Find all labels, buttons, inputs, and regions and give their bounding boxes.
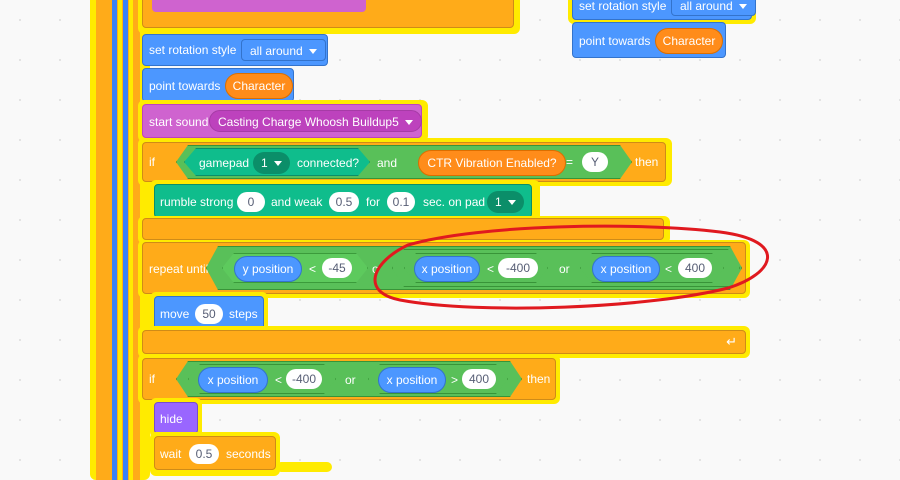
- chevron-down-icon: [738, 4, 747, 10]
- rumble-strong-input[interactable]: 0: [237, 192, 265, 212]
- if-pos400-input[interactable]: 400: [462, 369, 496, 389]
- lt-sign-3: <: [665, 262, 673, 276]
- point-towards-block[interactable]: point towards Character: [142, 68, 294, 102]
- wait-label: wait: [160, 447, 182, 461]
- chevron-down-icon: [308, 49, 317, 55]
- yellow-strip: [118, 0, 122, 480]
- lt-sign: <: [309, 262, 317, 276]
- top-control-inner: [152, 0, 366, 12]
- if-gamepad-bottom: [142, 218, 664, 240]
- or-label-2: or: [345, 373, 356, 387]
- yellow-strip-2: [129, 0, 133, 480]
- then-label: then: [635, 155, 659, 169]
- wait-seconds-input[interactable]: 0.5: [189, 444, 219, 464]
- or-label: or: [559, 262, 570, 276]
- sound-dropdown[interactable]: Casting Charge Whoosh Buildup5: [209, 110, 422, 132]
- set-rotation-style-label: set rotation style: [149, 43, 237, 57]
- pad-number-dropdown[interactable]: 1: [487, 191, 524, 213]
- chevron-down-icon: [404, 120, 413, 126]
- seconds-label: seconds: [226, 447, 271, 461]
- chevron-down-icon: [274, 161, 282, 166]
- chevron-down-icon: [507, 200, 516, 206]
- set-rotation-style-block[interactable]: set rotation style all around: [142, 34, 328, 66]
- hide-block[interactable]: hide: [154, 402, 198, 434]
- neg45-input[interactable]: -45: [322, 258, 352, 278]
- if-x-position-reporter[interactable]: x position: [198, 367, 268, 393]
- right-character-menu[interactable]: Character: [655, 28, 723, 54]
- and-label: and: [377, 156, 398, 170]
- hide-label: hide: [160, 412, 183, 426]
- point-towards-label: point towards: [149, 79, 221, 93]
- blue-strip-2: [123, 0, 128, 480]
- right-set-rotation-style-label: set rotation style: [579, 0, 667, 13]
- repeat-arrow-icon: ↵: [726, 334, 737, 349]
- for-seconds-input[interactable]: 0.1: [387, 192, 415, 212]
- start-sound-label: start sound: [149, 115, 209, 129]
- right-point-towards-label: point towards: [579, 34, 651, 48]
- connected-label: connected?: [297, 156, 360, 170]
- rumble-block[interactable]: rumble strong 0 and weak 0.5 for 0.1 sec…: [154, 184, 532, 218]
- repeat-until-bottom: ↵: [142, 330, 746, 354]
- x-position-reporter-2[interactable]: x position: [592, 256, 660, 282]
- gamepad-label: gamepad: [199, 156, 250, 170]
- wait-block[interactable]: wait 0.5 seconds: [154, 436, 276, 470]
- lt-sign-2: <: [487, 262, 495, 276]
- sec-on-pad-label: sec. on pad: [423, 195, 486, 209]
- bottom-next-block-highlight: [276, 462, 332, 472]
- ctr-vibration-reporter[interactable]: CTR Vibration Enabled?: [418, 150, 566, 176]
- neg400-input[interactable]: -400: [498, 258, 538, 278]
- blue-strip: [112, 0, 117, 480]
- for-label: for: [366, 195, 381, 209]
- if-x-position-reporter-2[interactable]: x position: [378, 367, 446, 393]
- x-position-reporter[interactable]: x position: [414, 256, 480, 282]
- start-sound-block[interactable]: start sound Casting Charge Whoosh Buildu…: [142, 104, 422, 138]
- or-label-partial: o: [372, 262, 379, 276]
- weak-input[interactable]: 0.5: [329, 192, 359, 212]
- if-neg400-input[interactable]: -400: [286, 369, 322, 389]
- y-position-reporter[interactable]: y position: [234, 256, 302, 282]
- gamepad-connected-reporter[interactable]: gamepad 1 connected?: [184, 148, 370, 176]
- right-point-towards-block[interactable]: point towards Character: [572, 22, 726, 58]
- if-label: if: [149, 155, 155, 169]
- rumble-strong-label: rumble strong: [160, 195, 234, 209]
- then-label-2: then: [527, 372, 551, 386]
- steps-label: steps: [229, 307, 258, 321]
- move-label: move: [160, 307, 190, 321]
- rotation-style-dropdown[interactable]: all around: [241, 39, 326, 61]
- move-block[interactable]: move 50 steps: [154, 296, 264, 330]
- if-label-2: if: [149, 372, 155, 386]
- y-value-input[interactable]: Y: [582, 152, 608, 172]
- equals-sign: =: [566, 155, 574, 169]
- right-set-rotation-style-block[interactable]: set rotation style all around: [572, 0, 756, 20]
- repeat-until-label: repeat until: [149, 262, 209, 276]
- move-steps-input[interactable]: 50: [195, 304, 223, 324]
- right-rotation-style-dropdown[interactable]: all around: [671, 0, 756, 16]
- and-weak-label: and weak: [271, 195, 323, 209]
- lt-sign-4: <: [275, 373, 283, 387]
- character-menu[interactable]: Character: [225, 73, 293, 99]
- pos400-input[interactable]: 400: [678, 258, 712, 278]
- gamepad-number-dropdown[interactable]: 1: [253, 152, 290, 174]
- gt-sign: >: [451, 373, 459, 387]
